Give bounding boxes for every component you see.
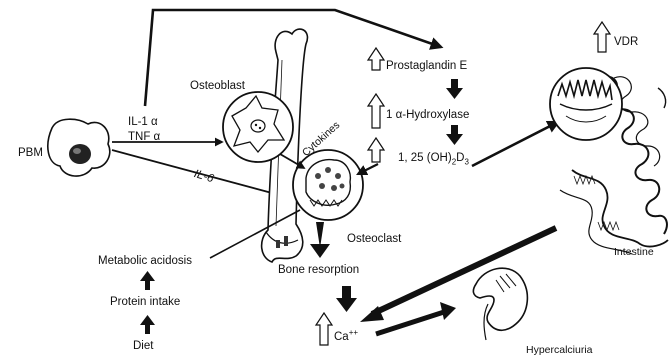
increase-hydroxylase-icon [368,94,384,128]
increase-calcium-icon [316,313,332,345]
vdr-circle-icon [550,68,622,140]
osteoclast-to-resorption-arrow [310,222,330,258]
pbm-cell-icon [48,119,110,176]
increase-vdr-icon [594,22,610,52]
hypercalciuria-label: Hypercalciuria [526,344,593,357]
kidney-icon [473,268,527,340]
vitamin-d-label: 1, 25 (OH)2D3 [398,152,469,168]
vdr-label: VDR [614,36,638,49]
increase-prostaglandin-icon [368,48,384,70]
metabolic-acidosis-label: Metabolic acidosis [98,255,192,268]
prostaglandin-label: Prostaglandin E [386,60,467,73]
vitd-to-osteoclast-arrow [358,164,378,174]
intestine-label: Intestine [614,246,654,259]
hydroxylase-to-vitd-arrow [446,125,463,145]
diet-label: Diet [133,340,153,353]
hydroxylase-label: 1 α-Hydroxylase [386,109,469,122]
protein-intake-label: Protein intake [110,296,180,309]
osteoclast-label: Osteoclast [347,233,401,246]
diet-to-protein-arrow [140,315,155,334]
prostaglandin-to-hydroxylase-arrow [446,79,463,99]
osteoclast-circle-icon [293,150,363,220]
il1-label: IL-1 α [128,116,158,129]
osteoblast-circle-icon [223,92,293,162]
osteoblast-label: Osteoblast [190,80,245,93]
pbm-label: PBM [18,147,43,160]
tnf-label: TNF α [128,131,160,144]
bone-resorption-label: Bone resorption [278,264,359,277]
increase-vitd-icon [368,138,384,162]
resorption-to-calcium-arrow [336,286,357,312]
vitd-to-intestine-arrow [472,122,558,166]
calcium-label: Ca++ [334,326,358,344]
protein-to-acidosis-arrow [140,271,155,290]
